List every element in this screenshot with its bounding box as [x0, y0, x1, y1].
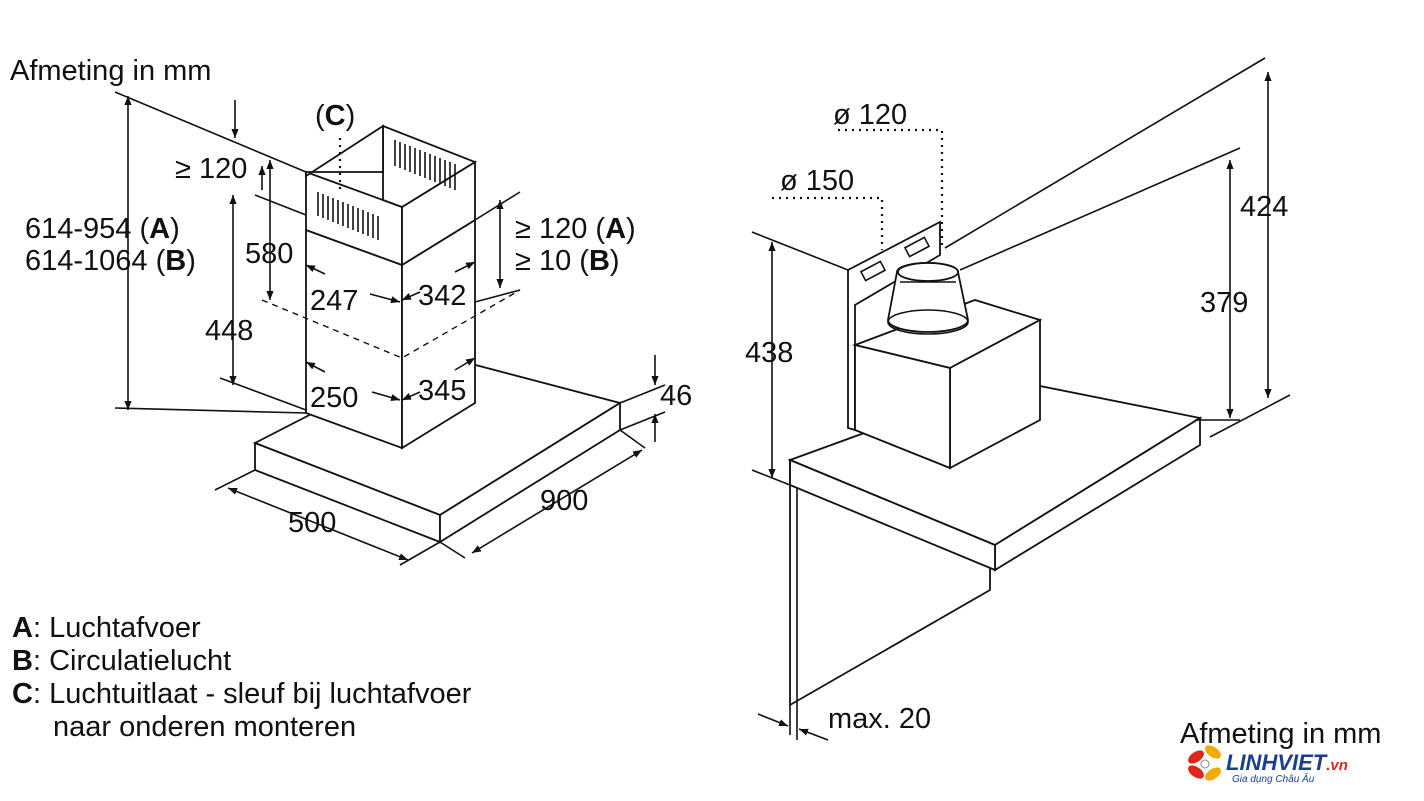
lower-depth: 345	[418, 375, 466, 407]
legend-item-c-continued: naar onderen monteren	[53, 711, 356, 743]
left-dimension-lines	[114, 91, 666, 566]
legend-item-c: C: Luchtuitlaat - sleuf bij luchtafvoer	[12, 678, 472, 710]
canopy-width: 900	[540, 485, 588, 517]
outlet-slot-back	[394, 140, 456, 190]
chimney-total-a: 614-954 (A)	[25, 213, 180, 245]
clearance-top: ≥ 120	[175, 153, 247, 185]
clearance-right-a: ≥ 120 (A)	[515, 213, 636, 245]
upper-chimney-back-face	[305, 124, 384, 178]
total-height: 424	[1240, 191, 1288, 223]
legend-item-a: A: Luchtafvoer	[12, 612, 201, 644]
lower-width: 250	[310, 382, 358, 414]
wall-bracket	[847, 220, 941, 432]
left-unit-label: Afmeting in mm	[10, 55, 211, 87]
clearance-right-b: ≥ 10 (B)	[515, 245, 620, 277]
legend: A: Luchtafvoer B: Circulatielucht C: Luc…	[12, 612, 472, 743]
wall-gap: max. 20	[828, 703, 931, 735]
duct-large-diameter: ø 150	[780, 165, 854, 197]
outlet-slot-front	[317, 192, 379, 240]
right-dimension-labels: ø 120 ø 150 424 379 438 max. 20 Afmeting…	[745, 99, 1381, 750]
motor-box-side	[854, 343, 951, 470]
right-unit-label: Afmeting in mm	[1180, 718, 1381, 750]
right-canopy-left	[789, 458, 996, 572]
outlet-callout: (C)	[315, 100, 355, 132]
right-dimension-lines	[751, 57, 1291, 741]
linhviet-logo: LINHVIET.vn Gia dụng Châu Âu	[1188, 745, 1348, 785]
logo-tagline: Gia dụng Châu Âu	[1232, 772, 1315, 785]
legend-item-b: B: Circulatielucht	[12, 645, 231, 677]
chimney-overlap-line	[261, 289, 521, 359]
flower-logo-icon	[1188, 745, 1221, 781]
left-hood-drawing	[252, 124, 623, 544]
logo-brand: LINHVIET.vn	[1226, 750, 1348, 775]
upper-chimney-height: 580	[245, 238, 293, 270]
duct-small-diameter: ø 120	[833, 99, 907, 131]
lower-chimney-front	[305, 228, 403, 450]
canopy-depth: 500	[288, 507, 336, 539]
upper-chimney-back-panel	[382, 124, 478, 208]
chimney-total-b: 614-1064 (B)	[25, 245, 196, 277]
left-dimension-labels: Afmeting in mm 614-954 (A) 614-1064 (B) …	[10, 55, 692, 539]
right-hood-drawing	[787, 220, 1203, 707]
canopy-height: 46	[660, 380, 692, 412]
upper-width: 247	[310, 285, 358, 317]
lower-chimney-height: 448	[205, 315, 253, 347]
upper-depth: 342	[418, 280, 466, 312]
inner-height: 379	[1200, 287, 1248, 319]
bracket-height: 438	[745, 337, 793, 369]
